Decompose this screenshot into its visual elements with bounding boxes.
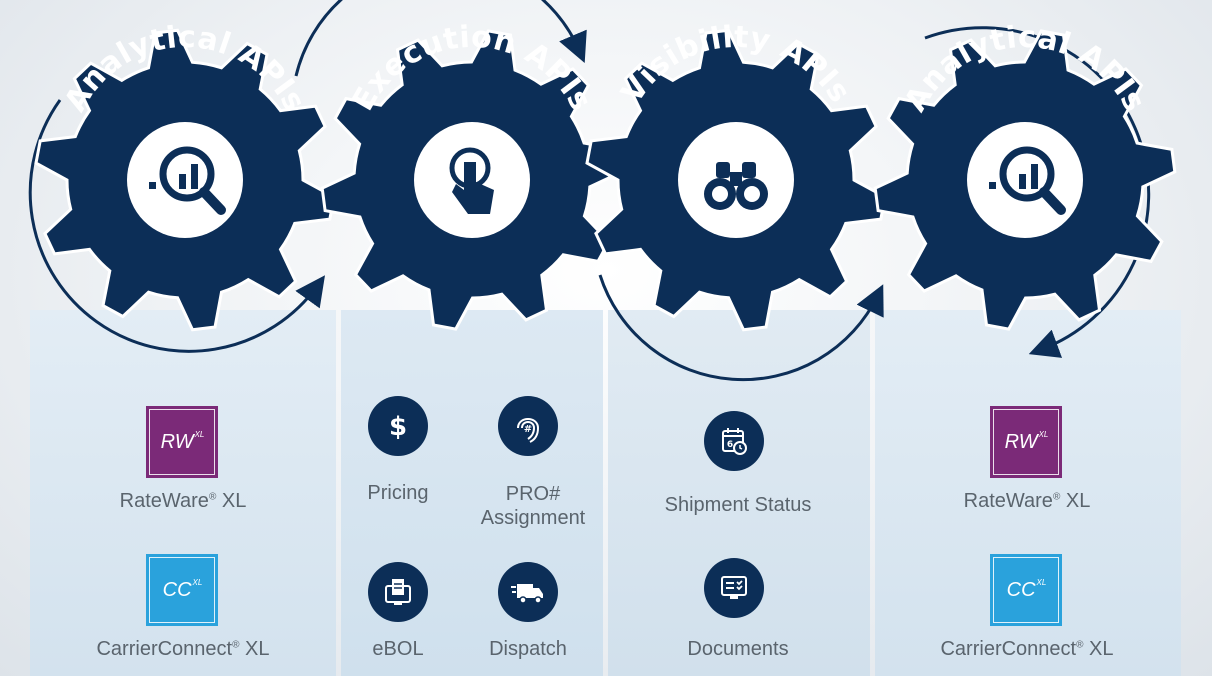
dollar-icon: $ [368,396,428,456]
cycle-arrow-2 [294,0,587,77]
cycle-arrow-4 [924,26,1151,358]
dispatch-label: Dispatch [489,638,567,660]
pointer-finger-icon [449,147,494,214]
pro-assignment-label: PRO# Assignment [480,483,586,529]
binoculars-icon [704,162,768,210]
document-monitor-icon [368,562,428,622]
svg-text:6: 6 [727,440,733,450]
cycle-arrow-3 [598,274,884,382]
carrierconnect-label: CarrierConnect® XL [96,638,270,660]
calendar-clock-icon: 6 [704,411,764,471]
ebol-label: eBOL [372,638,424,660]
svg-text:$: $ [389,412,407,441]
documents-label: Documents [687,638,789,660]
fingerprint-hash-icon: # [498,396,558,456]
shipment-status-label: Shipment Status [664,494,812,516]
carrierconnect-label: CarrierConnect® XL [940,638,1114,660]
rateware-label: RateWare® XL [119,490,247,512]
pricing-label: Pricing [367,482,429,504]
rateware-label: RateWare® XL [963,490,1091,512]
delivery-truck-icon [498,562,558,622]
analytics-magnifier-icon [989,146,1066,215]
checklist-monitor-icon [704,558,764,618]
cycle-arrow-1 [28,99,326,353]
svg-text:#: # [524,424,532,435]
analytics-magnifier-icon [149,146,226,215]
